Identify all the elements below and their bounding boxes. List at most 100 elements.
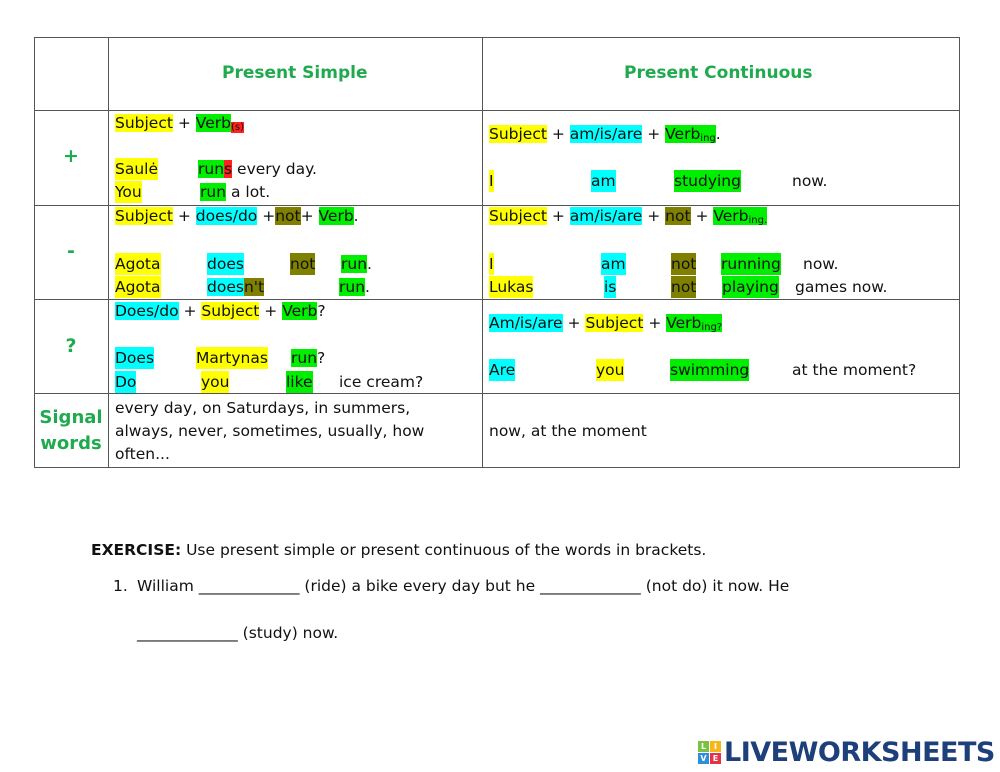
logo-tile: V — [698, 753, 709, 764]
period: . — [353, 207, 359, 225]
question-mark: ? — [317, 349, 326, 367]
example-word: ice cream? — [339, 373, 424, 391]
plus: + — [546, 207, 570, 225]
example-verb: run a lot. — [200, 181, 270, 203]
example-word: Do — [115, 371, 137, 393]
example-word: You — [115, 181, 142, 203]
table-border — [34, 110, 960, 111]
ending: ing? — [701, 322, 723, 333]
example-word: Agota — [115, 276, 161, 298]
example-word: Does — [115, 347, 155, 369]
table-border — [34, 393, 960, 394]
plus: + — [642, 125, 666, 143]
formula-line: Subject + Verb(s) — [115, 112, 244, 134]
header-present-continuous: Present Continuous — [624, 63, 813, 83]
ending: (s) — [230, 122, 244, 133]
formula-line: Subject + does/do +not+ Verb. — [115, 205, 359, 227]
subject: Subject — [115, 114, 173, 132]
logo-text: LIVEWORKSHEETS — [724, 737, 995, 768]
logo-tile: E — [710, 753, 721, 764]
period: . — [367, 255, 372, 273]
example-word: does — [207, 253, 244, 275]
signal-words-line: now, at the moment — [489, 422, 647, 440]
verb: run — [291, 349, 318, 367]
subject: Subject — [115, 207, 173, 225]
example-word: I — [489, 253, 494, 275]
example-word: doesn't — [207, 276, 265, 298]
example-word: running — [721, 253, 781, 275]
example-verb: runs every day. — [198, 158, 317, 180]
example-word: like — [286, 371, 313, 393]
table-border — [482, 37, 483, 467]
verb: run — [339, 278, 366, 296]
logo-tile: I — [710, 741, 721, 752]
exercise-number: 1. — [113, 577, 128, 595]
formula-line: Am/is/are + Subject + Verbing? — [489, 312, 723, 334]
example-word: am — [601, 253, 626, 275]
formula-line: Does/do + Subject + Verb? — [115, 300, 326, 322]
subject: Subject — [585, 314, 644, 332]
not: not — [665, 207, 691, 225]
verb: Verb — [318, 207, 354, 225]
example-word: run. — [339, 276, 370, 298]
subject: Subject — [201, 302, 260, 320]
example-word: Agota — [115, 253, 161, 275]
example-word: you — [596, 359, 625, 381]
subject: Subject — [489, 125, 547, 143]
example-word: playing — [722, 276, 779, 298]
exercise-line-2: _____________ (study) now. — [137, 624, 339, 642]
verb: Verb — [282, 302, 318, 320]
verb: Verbing — [665, 125, 716, 144]
example-word: you — [201, 371, 230, 393]
plus: + — [178, 302, 202, 320]
not: not — [275, 207, 301, 225]
example-word: I — [489, 170, 494, 192]
plus: + — [690, 207, 714, 225]
verb: run — [341, 255, 368, 273]
plus: + — [300, 207, 319, 225]
plus: + — [257, 207, 276, 225]
plus: + — [172, 207, 196, 225]
plus: + — [643, 314, 667, 332]
ending: ing. — [748, 215, 768, 226]
ending: s — [224, 160, 233, 178]
example-word: am — [591, 170, 616, 192]
subject: Subject — [489, 207, 547, 225]
example-word: studying — [674, 170, 741, 192]
verb-text: Verb — [713, 207, 749, 225]
row-symbol-signal-words: Signal words — [39, 407, 103, 454]
example-word: now. — [803, 255, 839, 273]
example-word: run? — [291, 347, 325, 369]
plus: + — [172, 114, 196, 132]
table-border — [34, 205, 960, 206]
period: . — [365, 278, 370, 296]
verb: Verb — [195, 114, 231, 132]
row-symbol-negative: - — [67, 240, 75, 262]
auxiliary: am/is/are — [569, 125, 643, 143]
period: . — [715, 125, 721, 143]
example-word: games now. — [795, 278, 888, 296]
example-word: Martynas — [196, 347, 268, 369]
formula-line: Subject + am/is/are + not + Verbing. — [489, 205, 768, 227]
row-symbol-question: ? — [65, 335, 77, 357]
formula-line: Subject + am/is/are + Verbing. — [489, 123, 721, 145]
signal-words-line: every day, on Saturdays, in summers, — [115, 399, 411, 417]
exercise-line-1: William _____________ (ride) a bike ever… — [137, 577, 790, 595]
auxiliary: does — [207, 278, 244, 296]
example-word: run. — [341, 253, 372, 275]
exercise-instruction: EXERCISE: Use present simple or present … — [91, 539, 706, 561]
auxiliary: Does/do — [115, 302, 179, 320]
example-word: Lukas — [489, 276, 534, 298]
example-word: not — [671, 253, 697, 275]
plus: + — [642, 207, 666, 225]
row-symbol-positive: + — [63, 145, 79, 167]
signal-words-line: often... — [115, 445, 170, 463]
exercise-label: EXERCISE: — [91, 541, 182, 559]
signal-words-line: always, never, sometimes, usually, how — [115, 422, 425, 440]
exercise-text: Use present simple or present continuous… — [181, 541, 707, 559]
example-word: at the moment? — [792, 361, 917, 379]
verb: run — [200, 183, 227, 201]
verb: run — [198, 160, 225, 178]
example-word: now. — [792, 172, 828, 190]
table-border — [34, 37, 960, 38]
